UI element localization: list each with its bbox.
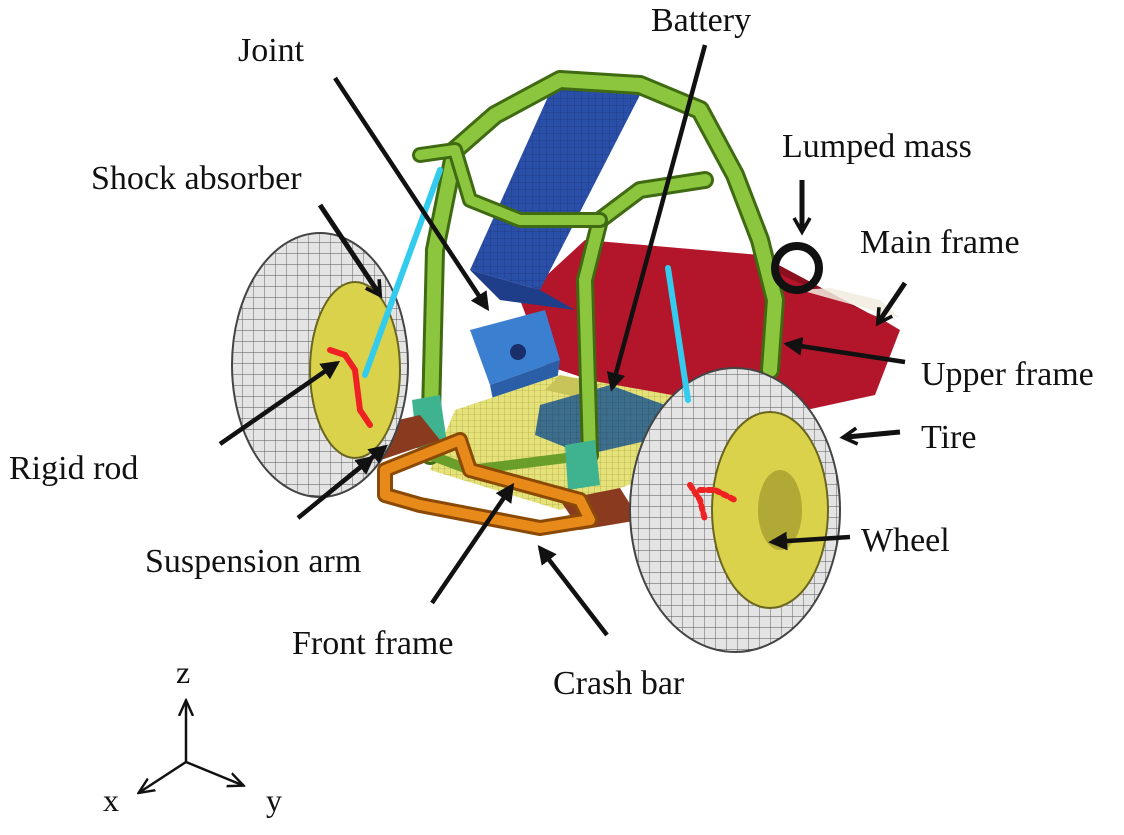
front-frame-arrow	[430, 482, 515, 605]
battery-part	[535, 385, 665, 455]
upper-frame-arrow	[783, 336, 906, 365]
wheel-arrow	[768, 531, 851, 551]
pointer-arrows	[218, 44, 908, 637]
label-lumped-mass: Lumped mass	[782, 128, 972, 165]
y-axis-arrow	[185, 760, 242, 785]
tire-arrow	[839, 426, 901, 446]
label-main-frame: Main frame	[860, 224, 1020, 261]
shock-absorber-part	[362, 167, 691, 403]
left-tire	[231, 232, 409, 498]
axis-label-x: x	[103, 782, 119, 818]
label-upper-frame: Upper frame	[921, 356, 1094, 393]
rigid-rod-part	[327, 347, 738, 523]
coordinate-axes	[140, 702, 242, 792]
label-tire: Tire	[921, 419, 977, 456]
label-suspension-arm: Suspension arm	[145, 543, 362, 580]
label-joint: Joint	[238, 32, 305, 69]
shock-absorber-arrow	[317, 203, 383, 299]
axis-label-z: z	[176, 654, 191, 690]
right-tire	[629, 367, 841, 653]
label-shock-absorber: Shock absorber	[91, 160, 302, 197]
x-axis-arrow	[140, 760, 187, 792]
suspension-arm-arrow-2	[318, 455, 375, 502]
rigid-rod-arrow	[218, 360, 341, 446]
label-crash-bar: Crash bar	[553, 665, 685, 702]
label-rigid-rod: Rigid rod	[9, 450, 139, 487]
upper-frame-part	[470, 70, 640, 310]
crash-bar-arrow	[537, 545, 609, 637]
joint-arrow	[333, 76, 490, 312]
roll-cage	[412, 70, 785, 475]
label-wheel: Wheel	[861, 522, 950, 559]
battery-arrow	[606, 44, 708, 392]
main-frame-arrow	[875, 281, 908, 327]
lumped-mass-marker	[771, 242, 823, 294]
axis-label-y: y	[266, 782, 282, 818]
label-battery: Battery	[651, 2, 752, 39]
label-front-frame: Front frame	[292, 625, 454, 662]
crash-bar-part	[377, 432, 598, 536]
